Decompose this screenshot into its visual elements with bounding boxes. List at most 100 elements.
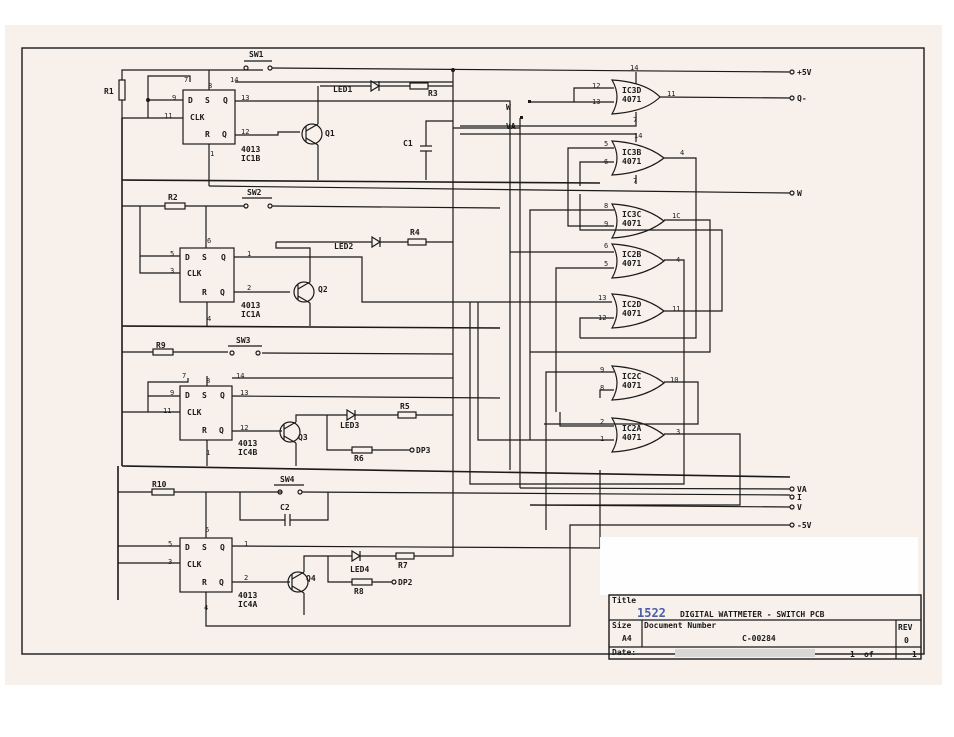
svg-text:7: 7 xyxy=(633,177,637,185)
label-q1: Q1 xyxy=(325,129,335,138)
svg-text:3: 3 xyxy=(168,558,172,566)
svg-text:Q: Q xyxy=(220,543,225,552)
label-ic1b: IC1B xyxy=(241,154,260,163)
svg-text:D: D xyxy=(185,253,190,262)
svg-text:D: D xyxy=(185,543,190,552)
svg-text:12: 12 xyxy=(592,82,600,90)
svg-text:5: 5 xyxy=(170,250,174,258)
schematic-sheet: R1 SW1 D S Q CLK R Q 7 8 14 9 13 11 12 1… xyxy=(5,25,942,685)
resistor-r7 xyxy=(395,552,415,560)
label-r2: R2 xyxy=(168,193,178,202)
sheet-of: of xyxy=(864,650,874,659)
label-c2: C2 xyxy=(280,503,290,512)
flipflop-ic4b xyxy=(179,385,233,441)
title-label: Title xyxy=(612,595,636,605)
svg-text:IC2A: IC2A xyxy=(622,424,641,433)
svg-text:11: 11 xyxy=(164,112,172,120)
svg-text:4071: 4071 xyxy=(622,95,641,104)
svg-text:R: R xyxy=(202,288,207,297)
sheet-total: 1 xyxy=(912,650,917,659)
resistor-r6 xyxy=(351,446,373,454)
svg-text:4071: 4071 xyxy=(622,381,641,390)
rev-label: REV xyxy=(898,623,913,632)
svg-text:Q: Q xyxy=(220,288,225,297)
svg-text:4071: 4071 xyxy=(622,259,641,268)
svg-text:D: D xyxy=(185,391,190,400)
output-q: Q- xyxy=(797,94,807,103)
svg-text:1C: 1C xyxy=(672,212,680,220)
label-dp2: DP2 xyxy=(398,578,413,587)
resistor-r4 xyxy=(407,238,427,246)
title-block: Title 1522 DIGITAL WATTMETER - SWITCH PC… xyxy=(608,594,922,660)
svg-text:11: 11 xyxy=(163,407,171,415)
resistor-r8 xyxy=(351,578,373,586)
label-dp3: DP3 xyxy=(416,446,431,455)
schematic-diagram: R1 SW1 D S Q CLK R Q 7 8 14 9 13 11 12 1… xyxy=(21,47,925,660)
svg-text:5: 5 xyxy=(604,260,608,268)
label-led2: LED2 xyxy=(334,242,353,251)
resistor-r2 xyxy=(164,202,186,210)
svg-text:Q: Q xyxy=(223,96,228,105)
svg-text:CLK: CLK xyxy=(187,560,202,569)
svg-text:3: 3 xyxy=(676,428,680,436)
svg-text:1: 1 xyxy=(244,540,248,548)
svg-text:9: 9 xyxy=(170,389,174,397)
svg-text:CLK: CLK xyxy=(190,113,205,122)
svg-text:R: R xyxy=(205,130,210,139)
svg-text:2: 2 xyxy=(244,574,248,582)
svg-text:5: 5 xyxy=(168,540,172,548)
output-w: W xyxy=(797,189,802,198)
doc-label: Document Number xyxy=(644,621,716,630)
svg-text:8: 8 xyxy=(208,82,212,90)
svg-text:IC2B: IC2B xyxy=(622,250,641,259)
label-r4: R4 xyxy=(410,228,420,237)
svg-text:IC3B: IC3B xyxy=(622,148,641,157)
svg-text:7: 7 xyxy=(633,116,637,124)
svg-text:6: 6 xyxy=(205,526,209,534)
svg-text:9: 9 xyxy=(172,94,176,102)
label-q2: Q2 xyxy=(318,285,328,294)
label-r6: R6 xyxy=(354,454,364,463)
svg-text:13: 13 xyxy=(240,389,248,397)
svg-text:Q: Q xyxy=(219,578,224,587)
svg-text:1: 1 xyxy=(210,150,214,158)
svg-text:Q: Q xyxy=(219,426,224,435)
svg-text:IC3C: IC3C xyxy=(622,210,641,219)
svg-text:4071: 4071 xyxy=(622,219,641,228)
label-led3: LED3 xyxy=(340,421,359,430)
svg-text:12: 12 xyxy=(241,128,249,136)
svg-text:D: D xyxy=(188,96,193,105)
node-w: W xyxy=(506,103,511,112)
drawing-border xyxy=(21,47,925,655)
svg-text:14: 14 xyxy=(230,76,238,84)
svg-text:4: 4 xyxy=(680,149,684,157)
svg-text:2: 2 xyxy=(247,284,251,292)
svg-text:3: 3 xyxy=(170,267,174,275)
svg-text:CLK: CLK xyxy=(187,408,202,417)
label-sw4: SW4 xyxy=(280,475,295,484)
resistor-r1 xyxy=(118,79,126,101)
svg-text:4071: 4071 xyxy=(622,309,641,318)
or-gate-ic2c xyxy=(610,365,665,401)
transistor-q2 xyxy=(293,281,315,303)
resistor-r5 xyxy=(397,411,417,419)
or-gate-ic2b xyxy=(610,243,665,279)
transistor-q4 xyxy=(287,571,309,593)
label-sw2: SW2 xyxy=(247,188,262,197)
output-i: I xyxy=(797,493,802,502)
svg-text:6: 6 xyxy=(604,242,608,250)
svg-text:1: 1 xyxy=(247,250,251,258)
label-r5: R5 xyxy=(400,402,410,411)
svg-text:S: S xyxy=(202,391,207,400)
label-q3: Q3 xyxy=(298,433,308,442)
smudged-date xyxy=(675,649,815,657)
output-p5v: +5V xyxy=(797,68,812,77)
label-r1: R1 xyxy=(104,87,114,96)
svg-text:CLK: CLK xyxy=(187,269,202,278)
size-value: A4 xyxy=(622,634,632,643)
svg-text:R: R xyxy=(202,578,207,587)
label-sw3: SW3 xyxy=(236,336,251,345)
svg-text:6: 6 xyxy=(207,237,211,245)
or-gate-ic3d xyxy=(610,79,661,115)
label-r9: R9 xyxy=(156,341,166,350)
